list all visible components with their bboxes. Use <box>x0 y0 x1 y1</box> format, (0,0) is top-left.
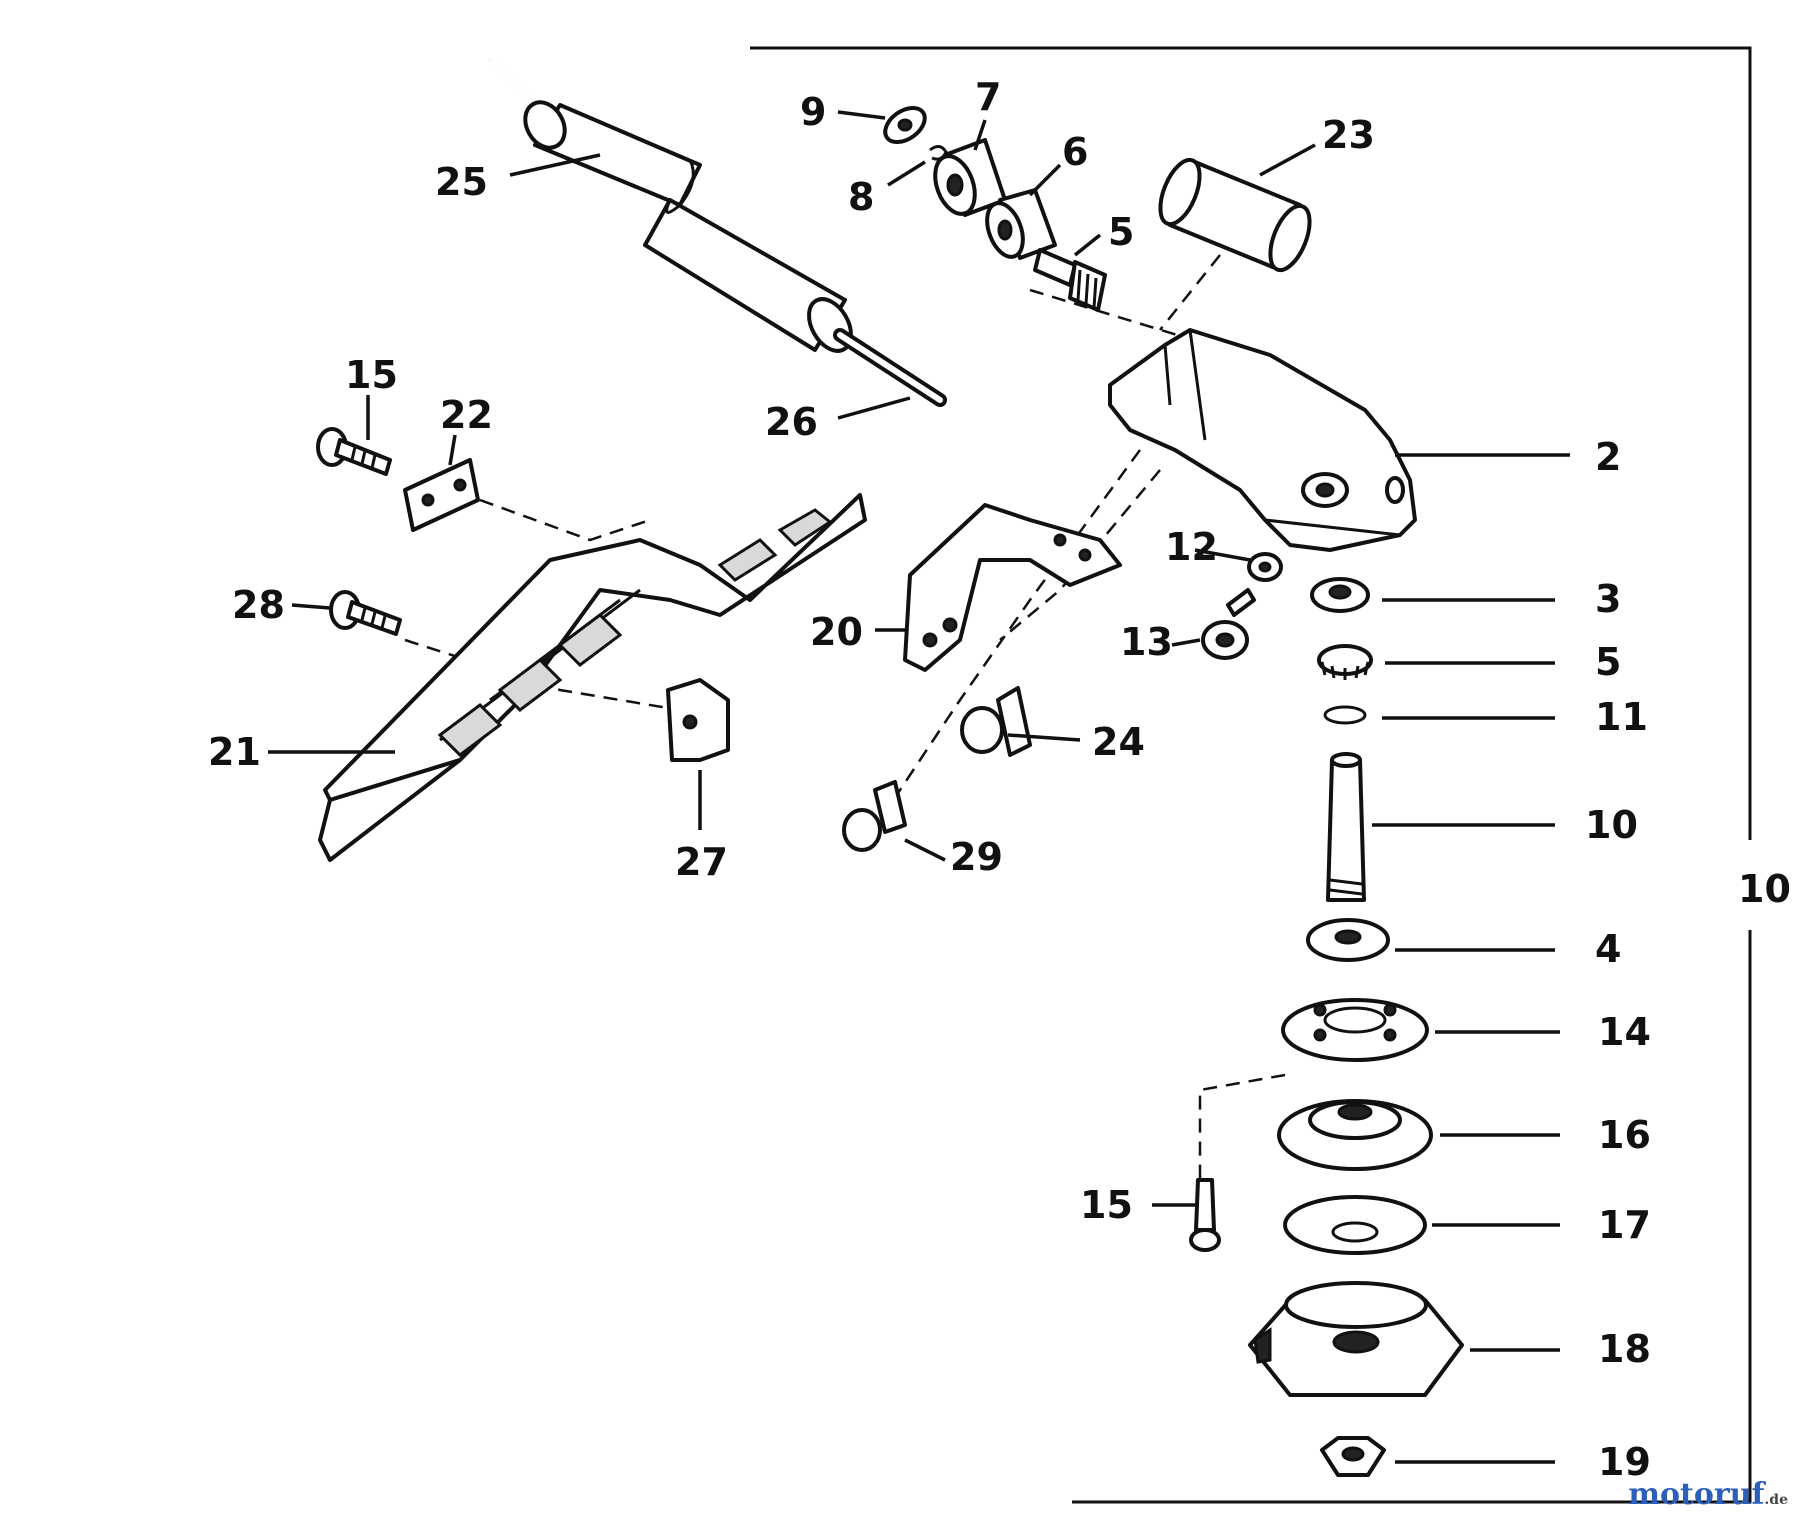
label-9: 9 <box>800 90 826 134</box>
watermark-brand: motoruf <box>1628 1477 1765 1512</box>
label-28: 28 <box>232 583 285 627</box>
part-4-bearing <box>1306 918 1390 962</box>
part-26-drive-shaft <box>833 328 947 407</box>
label-18: 18 <box>1598 1327 1651 1371</box>
label-6: 6 <box>1062 130 1088 174</box>
part-3-bearing <box>1310 577 1370 613</box>
label-15-upper: 15 <box>345 353 398 397</box>
label-4: 4 <box>1595 927 1621 971</box>
label-11: 11 <box>1595 695 1648 739</box>
part-21-shield <box>318 493 867 862</box>
label-13: 13 <box>1120 620 1173 664</box>
part-28-screw <box>329 590 402 636</box>
label-16: 16 <box>1598 1113 1651 1157</box>
label-10-assembly: 10 <box>1738 867 1791 911</box>
label-5-lower: 5 <box>1595 640 1621 684</box>
label-10-spindle: 10 <box>1585 803 1638 847</box>
label-20: 20 <box>810 610 863 654</box>
part-5-bevel-gear-upper <box>1033 248 1107 312</box>
label-15-lower: 15 <box>1080 1183 1133 1227</box>
part-16-disc <box>1277 1099 1433 1171</box>
part-27-clip <box>666 678 730 762</box>
label-14: 14 <box>1598 1010 1651 1054</box>
label-2: 2 <box>1595 435 1621 479</box>
label-25: 25 <box>435 160 488 204</box>
assembly-frame <box>750 46 1752 1504</box>
part-13-bolt <box>1201 588 1256 660</box>
part-2-gear-housing <box>1108 328 1417 552</box>
part-14-plate <box>1281 998 1429 1062</box>
part-12-washer <box>1247 552 1283 582</box>
label-8: 8 <box>848 175 874 219</box>
label-26: 26 <box>765 400 818 444</box>
leader-lines <box>268 110 1570 1464</box>
assembly-lines <box>404 254 1286 1180</box>
watermark-logo: motoruf.de <box>1628 1477 1788 1512</box>
part-17-cup <box>1283 1195 1427 1255</box>
part-6-bearing <box>985 188 1057 260</box>
part-8-clip <box>929 145 948 161</box>
label-5-upper: 5 <box>1108 210 1134 254</box>
part-5-bevel-gear-lower <box>1317 644 1373 680</box>
part-15-screw-upper <box>316 427 392 476</box>
watermark-tld: .de <box>1764 1492 1788 1508</box>
part-29-bolt <box>842 780 907 852</box>
part-18-cover <box>1248 1281 1464 1397</box>
part-15-screw-lower <box>1189 1178 1221 1252</box>
part-19-nut <box>1320 1436 1386 1477</box>
part-20-bracket <box>903 503 1122 672</box>
label-12: 12 <box>1165 525 1218 569</box>
part-22-plate <box>403 458 480 532</box>
label-29: 29 <box>950 835 1003 879</box>
label-19: 19 <box>1598 1440 1651 1484</box>
label-27: 27 <box>675 840 728 884</box>
label-7: 7 <box>975 75 1001 119</box>
part-7-bearing <box>933 138 1007 217</box>
label-24: 24 <box>1092 720 1145 764</box>
label-17: 17 <box>1598 1203 1651 1247</box>
part-10-spindle <box>1326 752 1366 902</box>
part-24-bolt <box>960 686 1032 757</box>
part-11-circlip <box>1323 705 1367 725</box>
label-22: 22 <box>440 393 493 437</box>
label-23: 23 <box>1322 113 1375 157</box>
part-25-shaft-tube <box>488 58 853 353</box>
label-21: 21 <box>208 730 261 774</box>
part-9-washer <box>883 105 927 145</box>
part-labels: 25 26 9 8 7 6 5 23 2 15 22 28 21 27 20 1… <box>208 75 1791 1484</box>
part-23-sleeve <box>1158 157 1312 273</box>
label-3: 3 <box>1595 577 1621 621</box>
